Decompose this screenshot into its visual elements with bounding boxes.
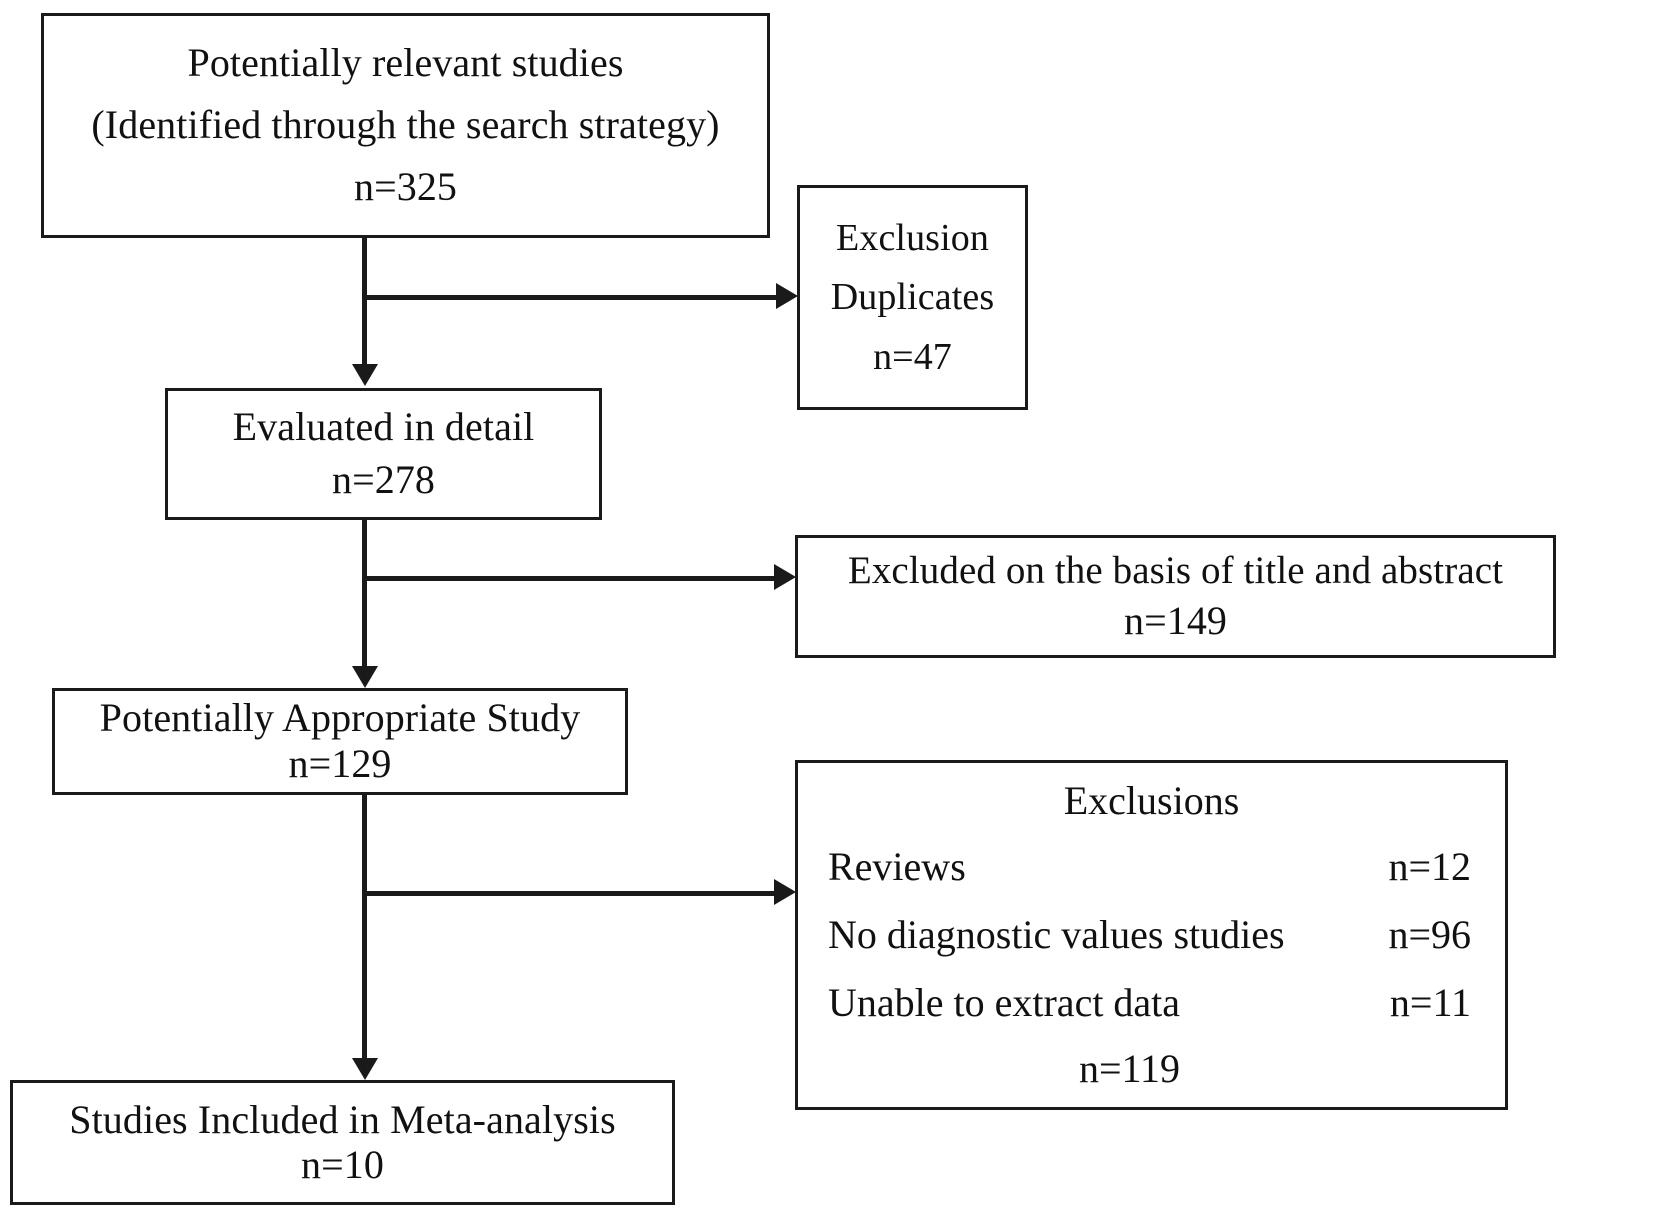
box-appropriate-line1: Potentially Appropriate Study — [99, 695, 581, 741]
exclusions-total-count: n=119 — [1078, 1046, 1181, 1091]
box-exclusion-duplicates: Exclusion Duplicates n=47 — [797, 185, 1028, 410]
box-included-line1: Studies Included in Meta-analysis — [69, 1096, 616, 1142]
arrowhead-into-included — [352, 1058, 378, 1080]
connector-appropriate-to-included — [362, 795, 367, 1058]
box-potentially-appropriate-study: Potentially Appropriate Study n=129 — [52, 688, 628, 795]
arrowhead-into-exclusions — [774, 879, 796, 905]
box-evaluated-in-detail: Evaluated in detail n=278 — [165, 388, 602, 520]
box-evaluated-line1: Evaluated in detail — [232, 404, 535, 450]
exclusions-row-list: Reviews n=12 No diagnostic values studie… — [798, 847, 1505, 1023]
box-excluded-title-abstract: Excluded on the basis of title and abstr… — [795, 535, 1556, 658]
box-duplicates-line1: Exclusion — [836, 216, 989, 259]
exclusions-row: Reviews n=12 — [828, 847, 1471, 887]
box-studies-included-meta-analysis: Studies Included in Meta-analysis n=10 — [10, 1080, 675, 1205]
connector-to-exclusions — [362, 891, 774, 896]
arrowhead-into-duplicates — [776, 283, 798, 309]
box-appropriate-count: n=129 — [288, 741, 392, 787]
box-included-count: n=10 — [301, 1141, 384, 1187]
box-exclusions-detail: Exclusions Reviews n=12 No diagnostic va… — [795, 760, 1508, 1110]
exclusions-row-label: Reviews — [828, 844, 966, 889]
arrowhead-into-appropriate — [352, 666, 378, 688]
arrowhead-into-excluded-title — [774, 564, 796, 590]
exclusions-row-label: Unable to extract data — [828, 980, 1181, 1025]
exclusions-row-count: n=96 — [1388, 912, 1471, 957]
box-evaluated-count: n=278 — [331, 457, 436, 503]
box-excluded-title-count: n=149 — [1123, 597, 1228, 643]
exclusions-row-label: No diagnostic values studies — [828, 912, 1285, 957]
box-duplicates-line2: Duplicates — [830, 276, 995, 319]
box-relevant-line2: (Identified through the search strategy) — [91, 102, 720, 148]
exclusions-row: Unable to extract data n=11 — [828, 983, 1471, 1023]
connector-relevant-to-evaluated — [362, 238, 367, 364]
box-excluded-title-line1: Excluded on the basis of title and abstr… — [847, 549, 1504, 593]
exclusions-row-count: n=11 — [1389, 980, 1471, 1025]
exclusions-row-count: n=12 — [1388, 844, 1471, 889]
exclusions-title: Exclusions — [1063, 778, 1240, 823]
connector-evaluated-to-appropriate — [362, 520, 367, 666]
box-relevant-count: n=325 — [353, 164, 458, 210]
box-relevant-line1: Potentially relevant studies — [187, 40, 624, 86]
exclusions-row: No diagnostic values studies n=96 — [828, 915, 1471, 955]
box-duplicates-count: n=47 — [873, 335, 952, 378]
connector-to-duplicates — [362, 295, 776, 300]
box-potentially-relevant-studies: Potentially relevant studies (Identified… — [41, 13, 770, 238]
arrowhead-into-evaluated — [352, 364, 378, 386]
connector-to-excluded-title — [362, 576, 774, 581]
